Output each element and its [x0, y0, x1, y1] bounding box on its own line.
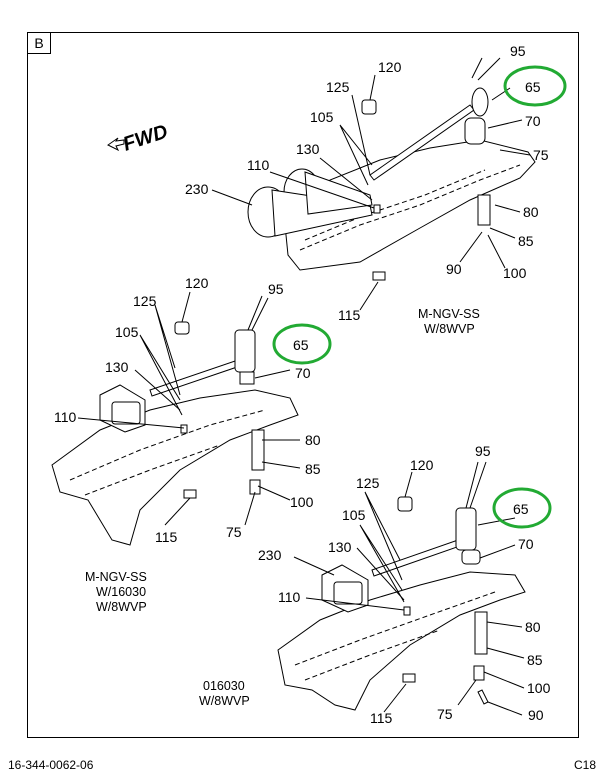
fwd-indicator: FWD	[107, 121, 171, 156]
view-caption: M-NGV-SS	[418, 307, 480, 321]
mount-80	[251, 429, 265, 471]
callout-85: 85	[527, 652, 543, 668]
fwd-label: FWD	[120, 121, 170, 156]
view-2: 120 95 125 65 105 70 130 110 80 85 100 7…	[51, 275, 332, 614]
mount-80	[474, 611, 488, 655]
view-caption: W/16030	[96, 585, 146, 599]
air-line	[149, 359, 241, 397]
bracket-70	[239, 371, 255, 385]
bracket-70	[464, 117, 486, 145]
callout-115: 115	[370, 710, 393, 726]
mount-80	[477, 194, 491, 226]
callout-115: 115	[155, 529, 178, 545]
callout-65: 65	[293, 337, 309, 353]
valve-65	[455, 507, 477, 551]
callout-120: 120	[185, 275, 209, 291]
frame-rail	[284, 139, 536, 271]
callout-80: 80	[523, 204, 539, 220]
callout-100: 100	[527, 680, 551, 696]
frame-rail	[277, 571, 526, 711]
callout-130: 130	[328, 539, 352, 555]
callout-120: 120	[378, 59, 402, 75]
clip-115	[372, 271, 386, 281]
view-1: 95 65 120 125 105 70 130 75 110 230 80 8…	[185, 43, 567, 336]
callout-65: 65	[525, 79, 541, 95]
callout-70: 70	[525, 113, 541, 129]
callout-70: 70	[518, 536, 534, 552]
callout-95: 95	[268, 281, 284, 297]
callout-105: 105	[115, 324, 139, 340]
fastener-110	[180, 424, 188, 434]
callout-230: 230	[185, 181, 209, 197]
callout-115: 115	[338, 307, 361, 323]
fitting-100	[473, 665, 485, 681]
clip-120	[397, 496, 413, 512]
page-number: C18	[573, 758, 596, 772]
fitting-90	[477, 689, 489, 705]
rail-flange-line	[69, 409, 266, 481]
highlight-circle	[272, 323, 332, 365]
callout-65: 65	[513, 501, 529, 517]
callout-85: 85	[305, 461, 321, 477]
callout-110: 110	[278, 589, 301, 605]
callout-75: 75	[437, 706, 453, 722]
highlight-circle	[492, 487, 552, 529]
highlight-circle	[503, 65, 567, 107]
callout-95: 95	[475, 443, 491, 459]
callout-70: 70	[295, 365, 311, 381]
callout-125: 125	[133, 293, 157, 309]
document-number: 16-344-0062-06	[8, 758, 94, 772]
panel-tag: B	[28, 33, 51, 54]
fastener-110	[373, 204, 381, 214]
clip-120	[174, 321, 190, 335]
rail-flange-line	[299, 164, 521, 251]
callout-125: 125	[326, 79, 350, 95]
horn-body	[304, 171, 373, 215]
view-caption: W/8WVP	[199, 694, 250, 708]
callout-90: 90	[528, 707, 544, 723]
horn-face	[111, 401, 141, 425]
bracket-70	[461, 549, 481, 565]
rail-flange-line	[294, 591, 496, 666]
callout-85: 85	[518, 233, 534, 249]
view-caption: 016030	[203, 679, 245, 693]
rail-flange-line	[304, 169, 486, 241]
air-line	[371, 539, 461, 577]
valve-65	[234, 329, 256, 373]
frame-rail	[51, 389, 299, 546]
clip-115	[402, 673, 416, 683]
fastener-110	[403, 606, 411, 616]
view-caption: W/8WVP	[424, 322, 475, 336]
view-caption: W/8WVP	[96, 600, 147, 614]
callout-110: 110	[54, 409, 77, 425]
callout-75: 75	[226, 524, 242, 540]
callout-100: 100	[503, 265, 527, 281]
callout-80: 80	[305, 432, 321, 448]
view-caption: M-NGV-SS	[85, 570, 147, 584]
view-3: 120 95 125 65 105 70 230 130 110 80 85 1…	[199, 443, 552, 726]
horn-face	[333, 581, 363, 605]
fitting-75	[249, 479, 261, 495]
callout-105: 105	[310, 109, 334, 125]
callout-120: 120	[410, 457, 434, 473]
callout-75: 75	[533, 147, 549, 163]
callout-230: 230	[258, 547, 282, 563]
callout-110: 110	[247, 157, 270, 173]
valve-65	[471, 87, 489, 117]
callout-95: 95	[510, 43, 526, 59]
callout-130: 130	[105, 359, 129, 375]
callout-105: 105	[342, 507, 366, 523]
callout-125: 125	[356, 475, 380, 491]
callout-100: 100	[290, 494, 314, 510]
clip-115	[183, 489, 197, 499]
clip-120	[361, 99, 377, 115]
callout-80: 80	[525, 619, 541, 635]
callout-90: 90	[446, 261, 462, 277]
diagram-frame: B	[27, 32, 579, 738]
callout-130: 130	[296, 141, 320, 157]
